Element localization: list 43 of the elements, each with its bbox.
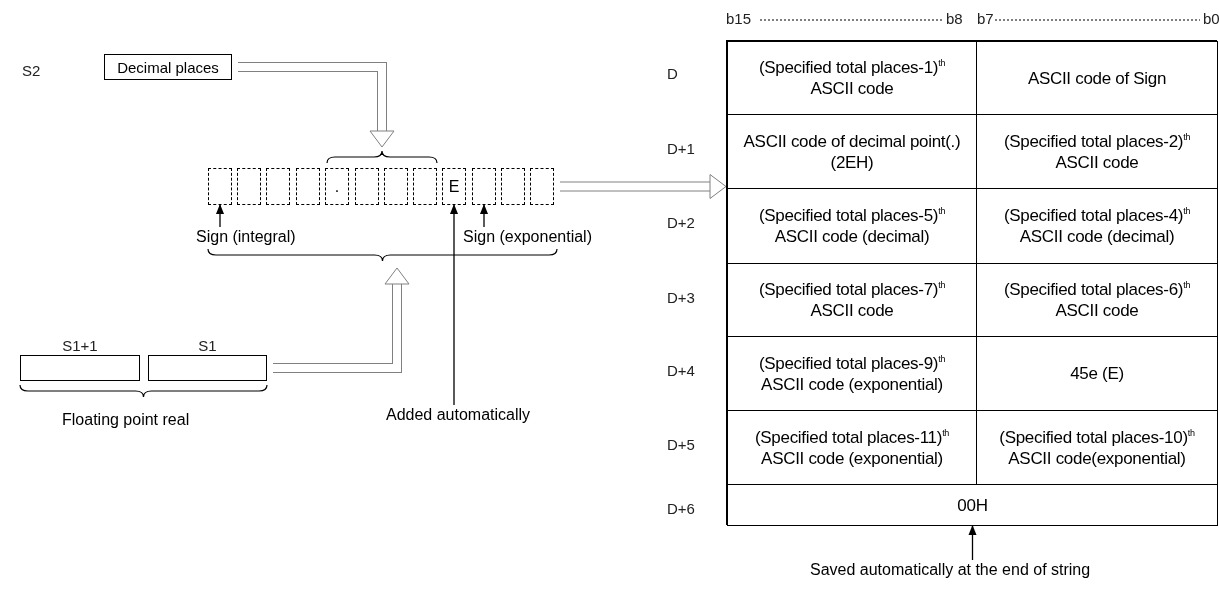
character-cell: [384, 168, 408, 205]
memory-table: [726, 40, 1217, 525]
arrow: [216, 204, 224, 228]
character-cell: [266, 168, 290, 205]
caption-text: Floating point real: [62, 410, 190, 430]
table-cell: (Specified total places-1)$^{th}$ ASCII code: [727, 41, 977, 115]
character-cell: [355, 168, 379, 205]
row-address: D+1: [667, 140, 695, 157]
arrow: [968, 525, 977, 561]
table-cell: ASCII code of Sign: [976, 41, 1218, 115]
character-cell: [208, 168, 232, 205]
character-cell: [530, 168, 554, 205]
row-address: D+2: [667, 214, 695, 231]
character-cell: [413, 168, 437, 205]
register-label: S1: [197, 337, 218, 354]
row-address: D+3: [667, 289, 695, 306]
bit-label: b0: [1203, 10, 1219, 27]
operand-label: S2: [22, 62, 41, 79]
bit-label: b8: [946, 10, 963, 27]
character-cell: [501, 168, 525, 205]
arrow: [480, 204, 488, 228]
note-text: Sign (integral): [196, 227, 296, 247]
row-address: D+6: [667, 500, 695, 517]
table-cell: 00H: [727, 484, 1218, 526]
note-text: Added automatically: [386, 405, 531, 425]
character-cell: [237, 168, 261, 205]
row-address: D: [667, 65, 678, 82]
character-cell: E: [442, 168, 466, 205]
row-address: D+5: [667, 436, 695, 453]
note-text: Sign (exponential): [463, 227, 592, 247]
register-box: Decimal places: [104, 54, 232, 80]
hollow-arrow: [238, 62, 395, 148]
arrow: [450, 204, 458, 406]
hollow-arrow: [273, 267, 410, 373]
character-cell: .: [325, 168, 349, 205]
note-text: Saved automatically at the end of string: [810, 560, 1091, 580]
character-cell: [296, 168, 320, 205]
bit-label: b15: [726, 10, 752, 27]
row-address: D+4: [667, 362, 695, 379]
bit-label: b7: [977, 10, 994, 27]
hollow-arrow: [560, 174, 727, 199]
character-cell: [472, 168, 496, 205]
register-label: S1+1: [61, 337, 99, 354]
